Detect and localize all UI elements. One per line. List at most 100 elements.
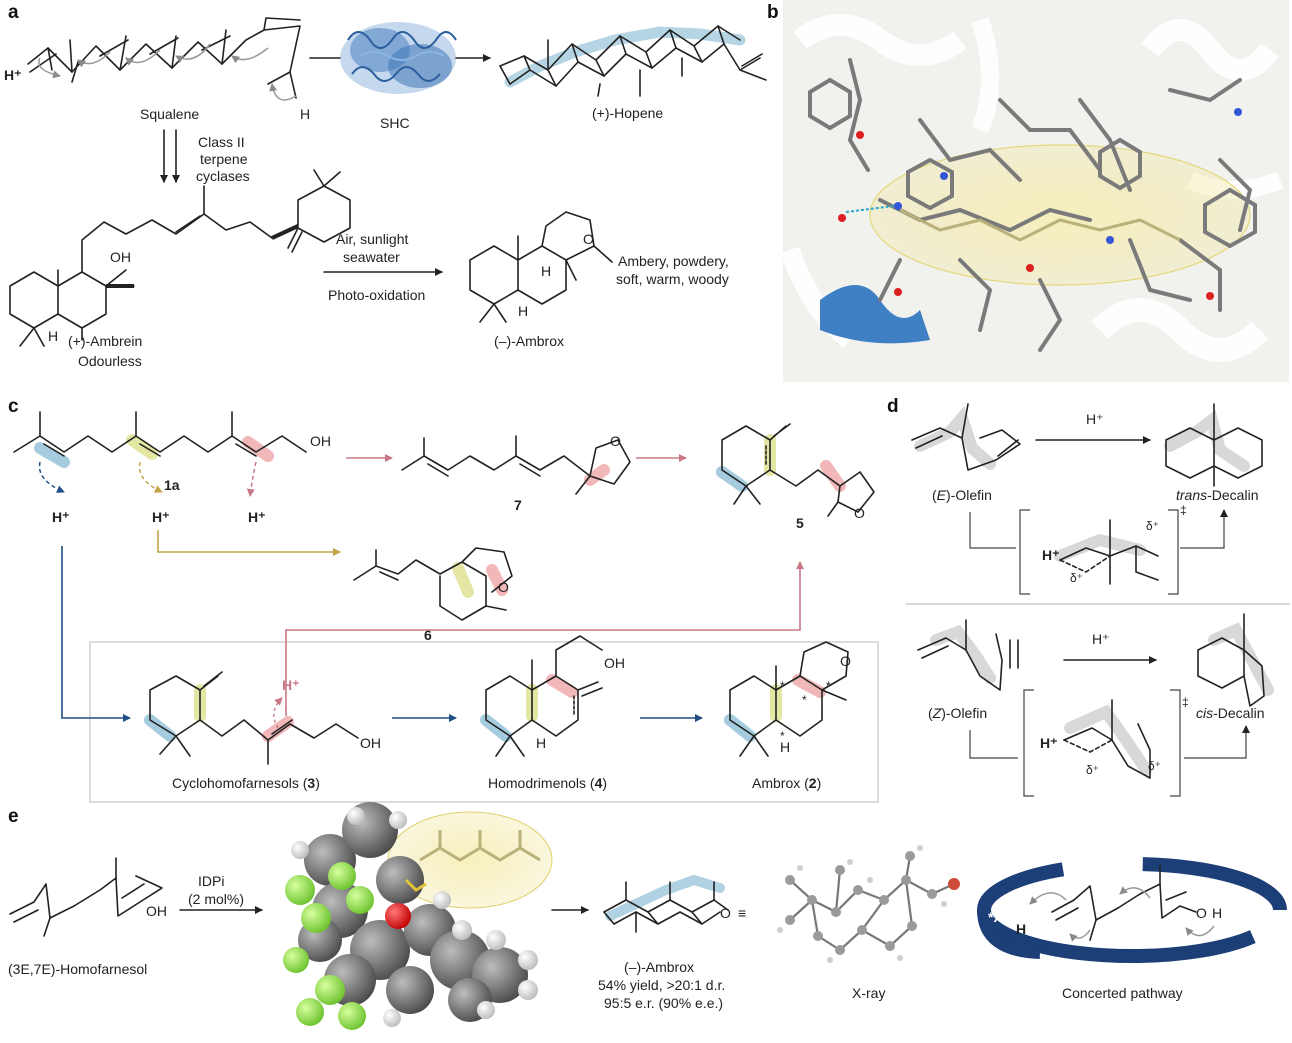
ambrox-h-upper: H — [541, 263, 551, 279]
xh-label: *X — [988, 909, 1003, 925]
cis-decalin-structure — [1197, 613, 1265, 707]
condition-air: Air, sunlight — [336, 231, 408, 247]
homodrimenol-h: H — [536, 735, 546, 751]
panel-b-protein-view — [780, 0, 1289, 382]
homodrimenol-label: Homodrimenols (4) — [488, 775, 607, 791]
delta-z-1: δ⁺ — [1086, 763, 1099, 777]
ambrox-e-oxygen: O — [720, 905, 731, 921]
stepwise-pathway-box — [89, 641, 879, 803]
equivalence-sign: ≡ — [738, 905, 746, 921]
product-er: 95:5 e.r. (90% e.e.) — [604, 995, 723, 1011]
idpi-catalyst-model — [283, 802, 553, 1030]
compound-5-oxygen: O — [854, 505, 865, 521]
xray-atoms — [777, 845, 960, 963]
proton-pink: H⁺ — [248, 509, 266, 525]
concerted-h-left: H — [1016, 921, 1026, 937]
dagger-z: ‡ — [1182, 695, 1189, 709]
ambrox-h-lower: H — [518, 303, 528, 319]
xray-label: X-ray — [852, 985, 885, 1001]
ambrein-h: H — [48, 328, 58, 344]
ambrox-structure — [469, 211, 613, 323]
shc-label: SHC — [380, 115, 410, 131]
proton-blue: H⁺ — [52, 509, 70, 525]
z-olefin-structure — [917, 619, 1019, 691]
hopene-label: (+)-Hopene — [592, 105, 663, 121]
odour-line2: soft, warm, woody — [616, 271, 729, 287]
panel-c: OH 1a H⁺ H⁺ H⁺ O 7 O 5 O 6 — [13, 411, 879, 803]
proton-label: H⁺ — [4, 67, 22, 83]
trans-decalin-label: trans-Decalin — [1176, 487, 1258, 503]
compound-6-oxygen: O — [498, 579, 509, 595]
substrate-oh: OH — [310, 433, 331, 449]
homodrimenol-oh: OH — [604, 655, 625, 671]
squalene-label: Squalene — [140, 106, 199, 122]
squalene-structure — [27, 17, 301, 101]
compound-5-label: 5 — [796, 515, 804, 531]
panel-label-d: d — [887, 396, 899, 417]
catalyst-label: IDPi — [198, 873, 224, 889]
compound-1a-label: 1a — [164, 477, 180, 493]
compound-7-structure — [401, 435, 631, 495]
proton-d-top: H⁺ — [1086, 411, 1104, 427]
homofarnesol-substrate-structure — [9, 857, 163, 937]
condition-seawater: seawater — [343, 249, 400, 265]
cyclohomofarnesol-structure — [149, 671, 359, 765]
concerted-label: Concerted pathway — [1062, 985, 1183, 1001]
ambrox-2-structure — [729, 641, 849, 757]
substrate-e-oh: OH — [146, 903, 167, 919]
panel-label-b: b — [767, 2, 779, 23]
z-olefin-label: (Z)-Olefin — [928, 705, 987, 721]
ambrox-product-e-structure — [603, 881, 729, 933]
delta-z-2: δ⁺ — [1148, 759, 1161, 773]
ambrox-oxygen: O — [583, 231, 594, 247]
condition-photo-oxidation: Photo-oxidation — [328, 287, 425, 303]
z-transition-state — [1063, 699, 1151, 779]
concerted-pathway-scheme — [977, 857, 1287, 963]
ambrein-structure — [9, 169, 351, 347]
odour-line1: Ambery, powdery, — [618, 253, 729, 269]
delta-e-1: δ⁺ — [1146, 519, 1159, 533]
cyclohomofarnesol-label: Cyclohomofarnesols (3) — [172, 775, 320, 791]
class-ii-label-line2: terpene — [200, 151, 248, 167]
panel-a: H⁺ H Squalene SHC (+)-Hopene Class II te… — [4, 17, 767, 369]
panel-label-e: e — [8, 806, 19, 827]
catalyst-loading: (2 mol%) — [188, 891, 244, 907]
ambrox-label: (–)-Ambrox — [494, 333, 564, 349]
panel-e: OH (3E,7E)-Homofarnesol IDPi (2 mol%) — [8, 802, 1287, 1030]
shc-enzyme-image — [340, 22, 457, 94]
e-olefin-label: (E)-Olefin — [932, 487, 992, 503]
panel-label-c: c — [8, 396, 19, 417]
e-olefin-structure — [911, 403, 1021, 471]
concerted-oh-o: O — [1196, 905, 1207, 921]
proton-yellow: H⁺ — [152, 509, 170, 525]
odourless-label: Odourless — [78, 353, 142, 369]
stereocenter-1: * — [780, 679, 785, 693]
cyclohomofarnesol-oh: OH — [360, 735, 381, 751]
trans-decalin-structure — [1165, 403, 1263, 487]
ambrox-2-oxygen: O — [840, 653, 851, 669]
cis-decalin-label: cis-Decalin — [1196, 705, 1264, 721]
ambrein-label: (+)-Ambrein — [68, 333, 142, 349]
h-atom-label: H — [300, 106, 310, 122]
homodrimenol-structure — [485, 635, 603, 757]
homofarnesol-1a-structure — [13, 411, 307, 457]
concerted-oh-h: H — [1212, 905, 1222, 921]
stereocenter-3: * — [826, 679, 831, 693]
ts-proton-e: H⁺ — [1042, 547, 1060, 563]
class-ii-label-line1: Class II — [198, 134, 245, 150]
compound-7-label: 7 — [514, 497, 522, 513]
panel-label-a: a — [8, 2, 19, 23]
compound-7-oxygen: O — [610, 433, 621, 449]
dagger-e: ‡ — [1180, 503, 1187, 517]
compound-5-structure — [721, 423, 875, 517]
hopene-structure — [499, 25, 767, 97]
ambrox-2-h: H — [780, 739, 790, 755]
compound-6-label: 6 — [424, 627, 432, 643]
ambrox-2-label: Ambrox (2) — [752, 775, 821, 791]
compound-6-structure — [353, 547, 513, 621]
class-ii-label-line3: cyclases — [196, 168, 250, 184]
panel-d: H⁺ (E)-Olefin trans-Decalin H⁺ δ⁺ δ⁺ ‡ H… — [906, 403, 1290, 797]
delta-e-2: δ⁺ — [1070, 571, 1083, 585]
ambrein-oh: OH — [110, 249, 131, 265]
